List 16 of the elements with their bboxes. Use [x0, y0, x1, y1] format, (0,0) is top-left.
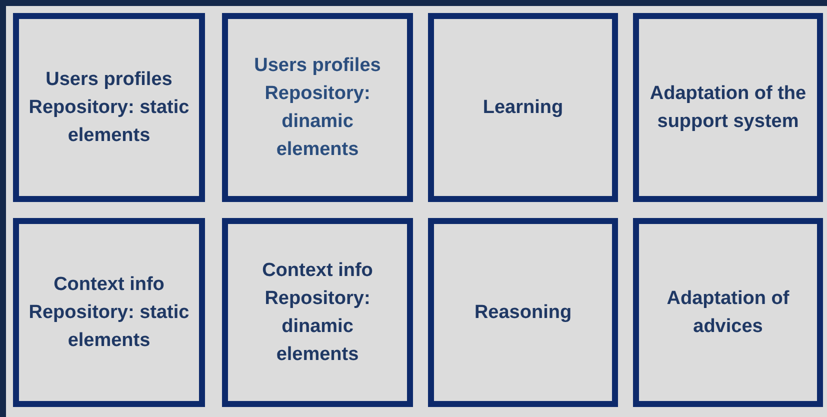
box-label: Context info Repository: static elements	[28, 272, 190, 352]
box-label: Users profiles Repository: static elements	[28, 68, 190, 148]
text-box	[633, 218, 823, 407]
box-label: Context info Repository: dinamic elements	[261, 258, 374, 366]
box-label: Reasoning	[474, 300, 572, 324]
text-box	[222, 218, 413, 407]
box-label: Learning	[482, 96, 564, 120]
box-label: Adaptation of the support system	[648, 82, 808, 134]
text-box	[13, 13, 205, 202]
text-box	[633, 13, 823, 202]
box-label: Adaptation of advices	[666, 286, 790, 338]
text-box	[222, 13, 413, 202]
text-box	[13, 218, 205, 407]
text-box	[428, 13, 618, 202]
text-box	[428, 218, 618, 407]
box-label: Users profiles Repository: dinamic elements	[254, 54, 381, 162]
